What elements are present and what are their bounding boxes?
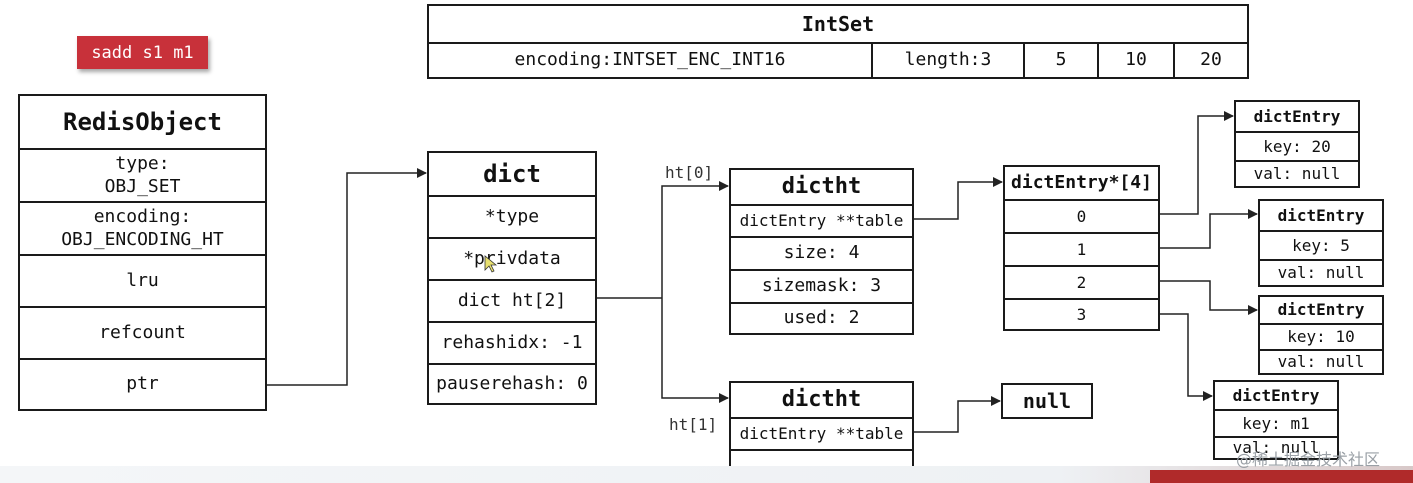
dict-entry-title: dictEntry <box>1277 300 1365 319</box>
intset-length: length:3 <box>871 42 1023 77</box>
null-box: null <box>1001 383 1093 419</box>
dict-entry-box: dictEntry key: 10 val: null <box>1258 295 1384 375</box>
ht0-arrow <box>661 181 729 298</box>
dictht-0-box: dictht dictEntry **table size: 4 sizemas… <box>729 168 914 335</box>
dict-entry-val: val: null <box>1215 436 1337 458</box>
dictht-0-field: size: 4 <box>731 236 912 269</box>
command-label: sadd s1 m1 <box>77 36 208 69</box>
dict-entry-box: dictEntry key: 20 val: null <box>1234 100 1360 188</box>
redis-object-title: RedisObject <box>63 108 222 136</box>
dictht-1-title: dictht <box>781 387 862 413</box>
table-slot: 0 <box>1005 199 1158 232</box>
dict-box: dict *type *privdata dict ht[2] rehashid… <box>427 151 597 405</box>
ptr-to-dict-arrow <box>267 168 427 386</box>
redis-object-encoding: encoding: OBJ_ENCODING_HT <box>20 201 265 254</box>
table-slot: 3 <box>1005 298 1158 329</box>
dict-entry-val: val: null <box>1236 160 1358 186</box>
dictht-0-field: used: 2 <box>731 302 912 333</box>
watermark: @稀土掘金技术社区 <box>1236 450 1381 469</box>
intset-value: 5 <box>1023 42 1097 77</box>
dict-entry-val: val: null <box>1260 349 1382 373</box>
dict-entry-key: key: 5 <box>1260 230 1382 259</box>
slot3-arrow <box>1160 313 1213 401</box>
intset-title: IntSet <box>801 11 875 36</box>
dict-field: pauserehash: 0 <box>429 363 595 403</box>
table-to-array-arrow <box>914 177 1003 220</box>
intset-box: IntSet encoding:INTSET_ENC_INT16 length:… <box>427 4 1249 79</box>
table-slot: 1 <box>1005 232 1158 265</box>
intset-value: 10 <box>1097 42 1173 77</box>
dictht-0-title: dictht <box>781 174 862 200</box>
dict-entry-title: dictEntry <box>1253 106 1341 126</box>
redis-object-lru: lru <box>20 254 265 306</box>
dict-entry-key: key: m1 <box>1215 409 1337 436</box>
ht0-label: ht[0] <box>665 163 714 182</box>
dict-entry-val: val: null <box>1260 259 1382 285</box>
footer-red-bar <box>1150 470 1413 483</box>
intset-encoding: encoding:INTSET_ENC_INT16 <box>429 42 871 77</box>
dict-entry-title: dictEntry <box>1277 205 1365 225</box>
dict-entry-title: dictEntry <box>1232 385 1320 405</box>
table-array-title: dictEntry*[4] <box>1011 171 1152 193</box>
dict-entry-key: key: 20 <box>1236 131 1358 160</box>
dict-entry-key: key: 10 <box>1260 323 1382 349</box>
intset-value: 20 <box>1173 42 1247 77</box>
table-array-box: dictEntry*[4] 0 1 2 3 <box>1003 165 1160 331</box>
dict-field: dict ht[2] <box>429 279 595 321</box>
mouse-cursor-icon <box>484 255 498 273</box>
redis-object-box: RedisObject type: OBJ_SET encoding: OBJ_… <box>18 94 267 411</box>
ht1-label: ht[1] <box>669 415 718 434</box>
dict-title: dict <box>483 160 541 188</box>
dict-entry-box: dictEntry key: 5 val: null <box>1258 199 1384 287</box>
slot2-arrow <box>1160 280 1258 315</box>
table-slot: 2 <box>1005 265 1158 298</box>
redis-object-refcount: refcount <box>20 306 265 358</box>
slot1-arrow <box>1160 209 1258 249</box>
redis-object-ptr: ptr <box>20 358 265 409</box>
slot0-arrow <box>1160 111 1234 215</box>
dict-field: rehashidx: -1 <box>429 321 595 363</box>
dictht-0-field: dictEntry **table <box>731 204 912 236</box>
dictht-0-field: sizemask: 3 <box>731 269 912 302</box>
footer-band <box>0 466 1413 483</box>
table-to-null-arrow <box>914 396 1001 433</box>
dict-entry-box: dictEntry key: m1 val: null <box>1213 380 1339 460</box>
redis-object-type: type: OBJ_SET <box>20 148 265 201</box>
ht1-arrow <box>661 298 729 403</box>
dictht-1-field: dictEntry **table <box>731 417 912 449</box>
dict-field: *type <box>429 195 595 237</box>
